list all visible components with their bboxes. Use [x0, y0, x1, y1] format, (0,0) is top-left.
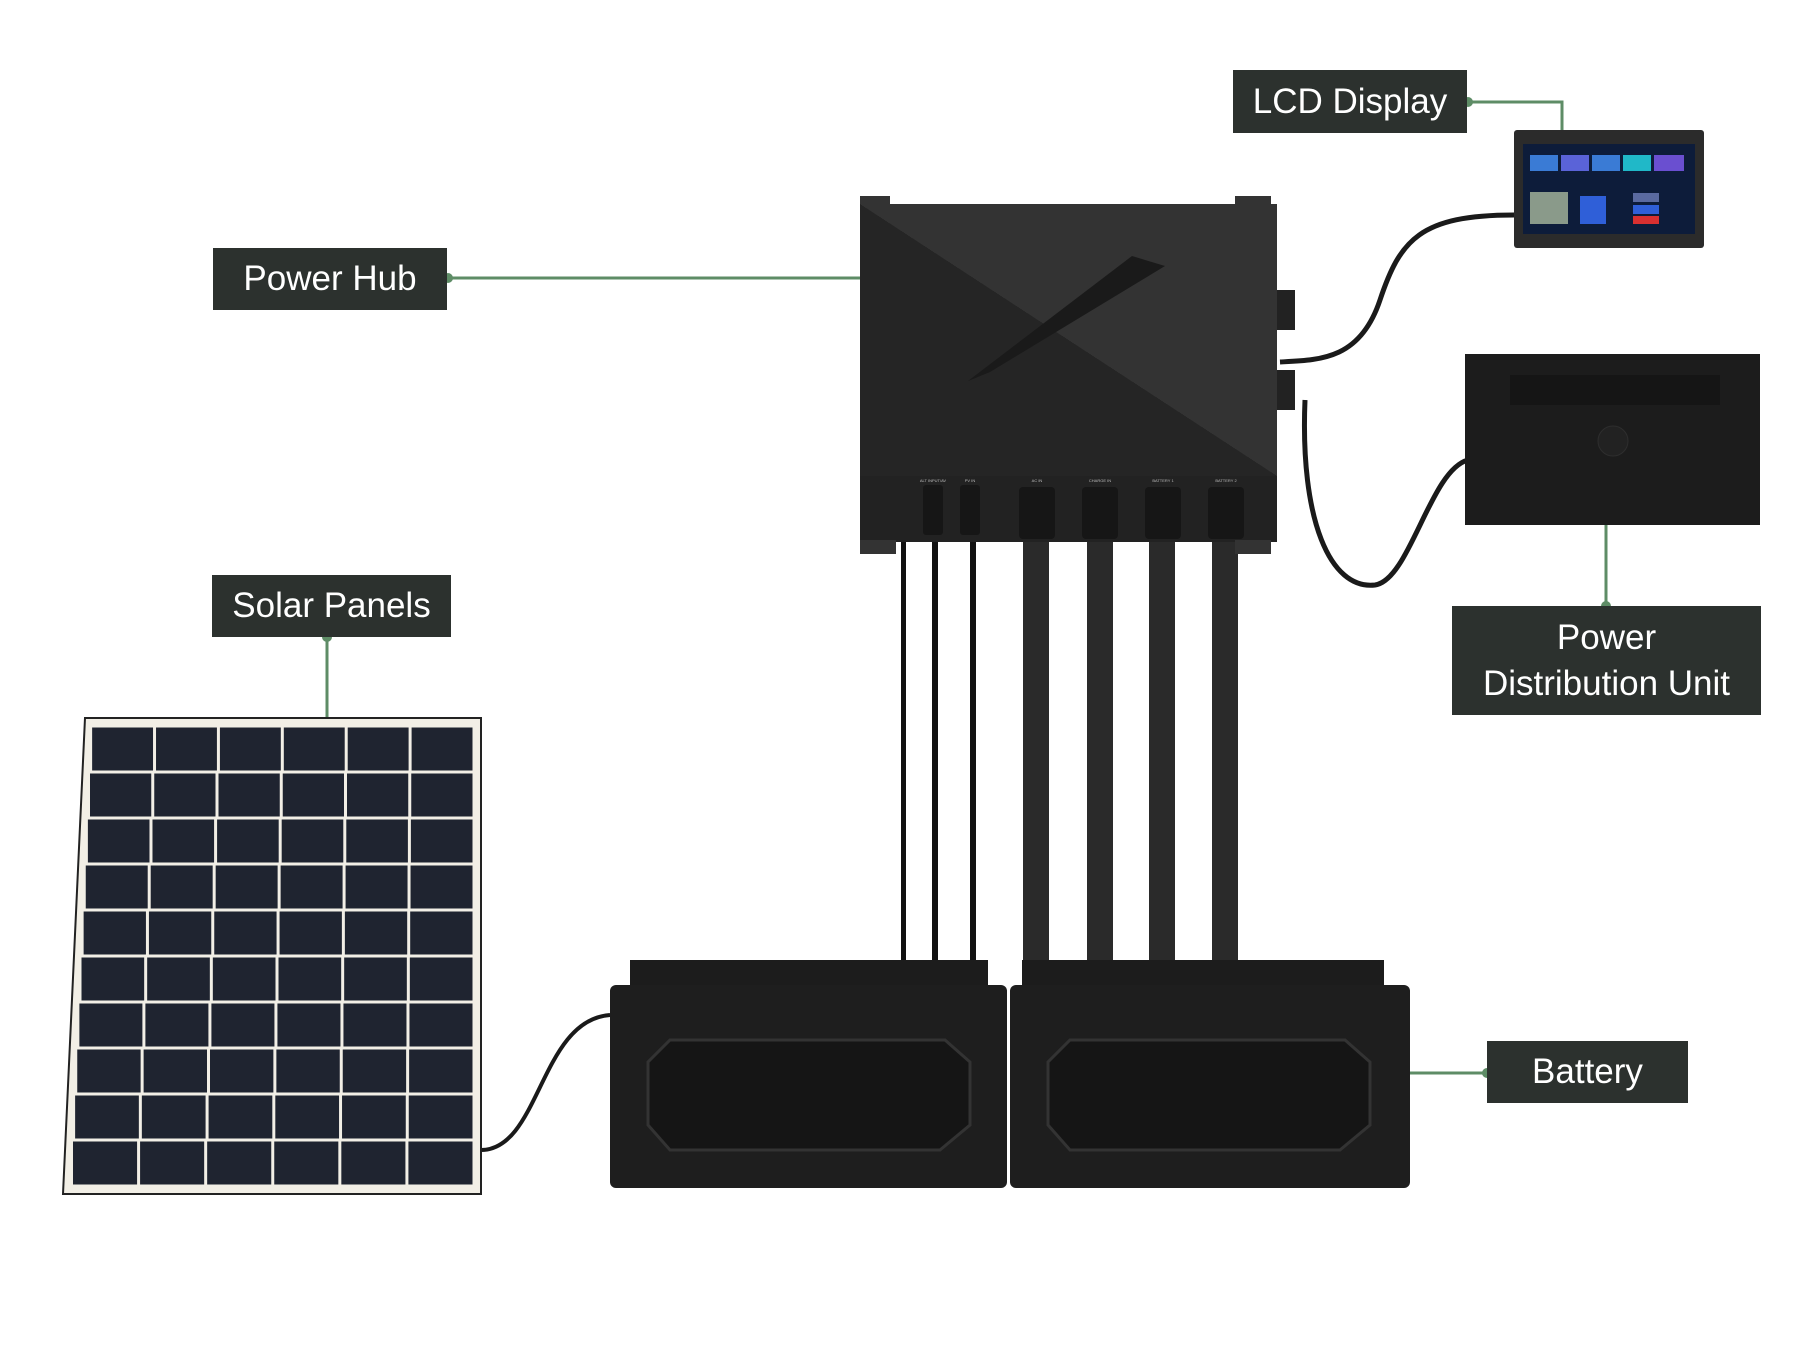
- solar-cell: [209, 1049, 274, 1093]
- port-label: CHARGE IN: [1089, 478, 1111, 483]
- lcd-display-device: [1514, 130, 1704, 248]
- solar-cell: [275, 1095, 340, 1139]
- label-battery: Battery: [1487, 1041, 1688, 1103]
- port-label: ALT INPUT/AV: [920, 478, 947, 483]
- pdu-device: [1465, 354, 1760, 525]
- solar-cell: [277, 1003, 341, 1047]
- battery-2: [1010, 960, 1410, 1188]
- solar-cell: [207, 1141, 272, 1185]
- port-label: AC IN: [1032, 478, 1043, 483]
- pdu-cable: [1301, 399, 1469, 588]
- hub-ports: [923, 485, 1244, 539]
- label-power-hub: Power Hub: [213, 248, 447, 310]
- power-hub-device: ALT INPUT/AV PV IN AC IN CHARGE IN BATTE…: [860, 196, 1295, 554]
- solar-cell: [347, 727, 409, 771]
- hub-battery-cables: [901, 540, 1238, 962]
- solar-cell: [410, 819, 473, 863]
- solar-cell: [208, 1095, 273, 1139]
- solar-cell: [276, 1049, 340, 1093]
- solar-cell: [215, 865, 278, 909]
- solar-cell: [411, 773, 473, 817]
- solar-cell: [140, 1141, 205, 1185]
- port-label: PV IN: [965, 478, 976, 483]
- solar-cell: [281, 819, 344, 863]
- leader-lines: [325, 100, 1608, 1075]
- solar-cell: [145, 1003, 209, 1047]
- solar-cell: [214, 911, 277, 955]
- label-pdu-line1: Power: [1556, 618, 1657, 657]
- solar-cell: [410, 865, 473, 909]
- solar-cell: [87, 819, 150, 863]
- solar-cell: [92, 727, 154, 771]
- solar-cell: [343, 1003, 407, 1047]
- label-pdu: Power Distribution Unit: [1452, 606, 1761, 715]
- solar-cell: [75, 1095, 139, 1139]
- solar-cell: [345, 865, 408, 909]
- port-label: BATTERY 1: [1152, 478, 1174, 483]
- solar-cell: [217, 819, 279, 863]
- solar-cell: [156, 727, 217, 771]
- solar-cell: [409, 1003, 473, 1047]
- solar-cell: [410, 911, 473, 955]
- solar-cell: [344, 957, 407, 1001]
- solar-cell: [83, 911, 146, 955]
- label-solar-panels: Solar Panels: [212, 575, 451, 637]
- solar-cell: [154, 773, 216, 817]
- port-label: BATTERY 2: [1215, 478, 1237, 483]
- solar-cell: [344, 911, 408, 955]
- label-pdu-line2: Distribution Unit: [1482, 663, 1731, 703]
- solar-cell: [141, 1095, 206, 1139]
- solar-cell: [147, 957, 210, 1001]
- battery-1: [610, 960, 1007, 1188]
- solar-cell: [79, 1003, 143, 1047]
- solar-cell: [346, 819, 408, 863]
- solar-cell: [408, 1095, 473, 1139]
- solar-cell: [150, 865, 213, 909]
- solar-cell: [274, 1141, 339, 1185]
- solar-cell: [341, 1141, 406, 1185]
- solar-panel-device: [61, 717, 482, 1195]
- solar-cell: [278, 957, 342, 1001]
- solar-cell: [282, 773, 345, 817]
- solar-cell: [408, 1141, 473, 1185]
- solar-cell: [77, 1049, 141, 1093]
- solar-cell: [212, 957, 276, 1001]
- lcd-cable: [1279, 212, 1515, 365]
- solar-cell: [90, 773, 152, 817]
- solar-cell: [143, 1049, 207, 1093]
- solar-cell: [152, 819, 215, 863]
- solar-cell: [342, 1095, 406, 1139]
- solar-cell: [280, 865, 343, 909]
- battery-units: [610, 960, 1410, 1188]
- solar-cell: [342, 1049, 407, 1093]
- solar-cell: [85, 865, 148, 909]
- solar-cell: [218, 773, 280, 817]
- solar-cable: [480, 1013, 611, 1152]
- solar-cell: [347, 773, 409, 817]
- leader-lcd: [1468, 100, 1564, 130]
- solar-cell: [283, 727, 345, 771]
- solar-cell: [211, 1003, 275, 1047]
- solar-cell: [148, 911, 212, 955]
- solar-cell: [81, 957, 145, 1001]
- solar-cell: [409, 1049, 473, 1093]
- solar-cell: [72, 1141, 138, 1185]
- solar-cell: [411, 727, 473, 771]
- solar-cell: [409, 957, 473, 1001]
- label-lcd-display: LCD Display: [1233, 70, 1467, 133]
- solar-cell: [279, 911, 342, 955]
- solar-cell: [219, 727, 281, 771]
